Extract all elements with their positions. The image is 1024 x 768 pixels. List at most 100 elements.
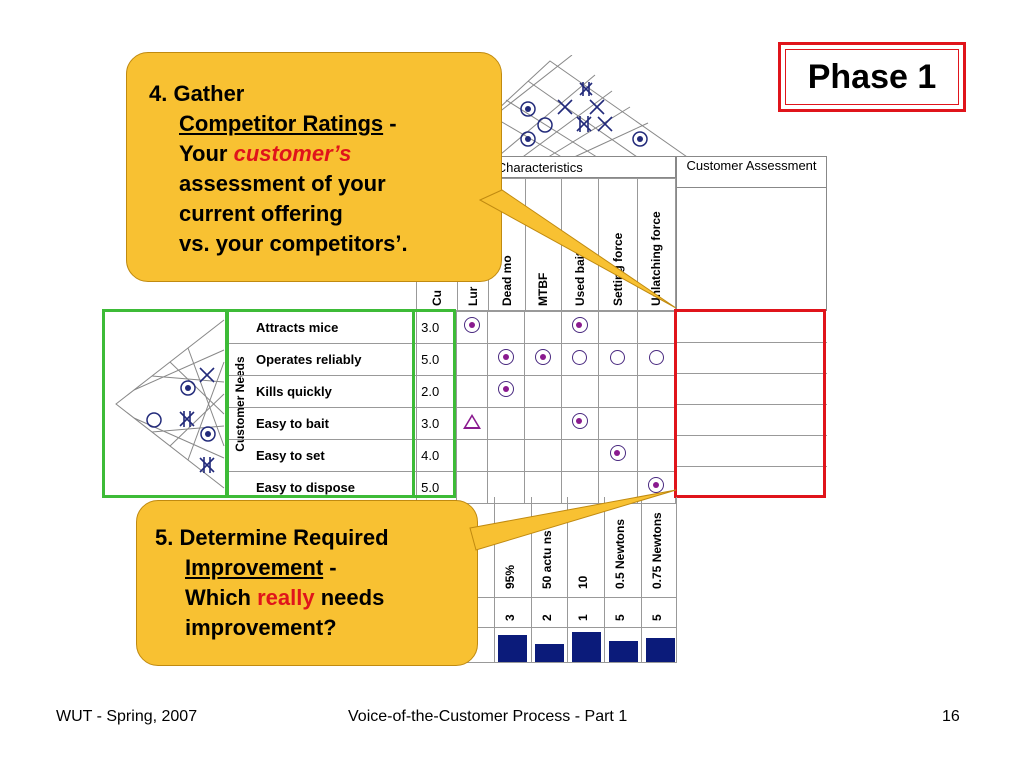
footer-center: Voice-of-the-Customer Process - Part 1 [348,708,628,725]
rank-bar [498,635,527,662]
cell [560,439,599,472]
table-row: Attracts mice 3.0 [226,311,677,344]
need-name: Attracts mice [226,311,418,344]
cell [636,343,677,376]
customer-assessment-highlight [674,309,826,498]
callout4-line5: current offering [179,201,343,226]
moderate-relationship-icon [648,349,664,365]
cell [487,311,526,344]
callout4-line1: 4. Gather [149,81,245,106]
cell [524,471,562,504]
strong-relationship-icon [571,317,588,333]
col-header-5: Setting force [598,179,638,310]
cell [597,439,638,472]
strong-relationship-icon [535,349,551,365]
need-importance: 5.0 [416,471,458,504]
callout4-line4: assessment of your [179,171,386,196]
callout5-line4: improvement? [185,615,337,640]
cell [456,375,489,408]
table-row: Easy to bait 3.0 [226,407,677,440]
strong-relationship-icon [498,381,515,397]
need-name: Operates reliably [226,343,418,376]
needs-matrix: Attracts mice 3.0 Operates reliably 5.0 … [226,311,677,504]
cell [456,343,489,376]
phase-label: Phase 1 [785,49,959,105]
callout5-line2: Improvement - [185,555,337,580]
need-importance: 3.0 [416,407,458,440]
rank-value: 1 [576,614,590,621]
importance-highlight [412,309,456,498]
need-name: Easy to bait [226,407,418,440]
need-importance: 2.0 [416,375,458,408]
cell [560,407,599,440]
competitor-ratings-term: Competitor Ratings [179,111,384,136]
cell [456,407,489,440]
customers-emphasis: customer’s [233,141,352,166]
need-importance: 5.0 [416,343,458,376]
really-emphasis: really [257,585,315,610]
rank-bar [572,632,601,662]
cell [597,407,638,440]
cell [524,343,562,376]
need-name: Easy to set [226,439,418,472]
cell [487,343,526,376]
cell [597,375,638,408]
rank-value: 5 [613,614,627,621]
improvement-term: Improvement [185,555,324,580]
callout-required-improvement: 5. Determine Required Improvement - Whic… [136,500,478,666]
cell [487,407,526,440]
callout4-line2: Competitor Ratings - [179,111,397,136]
customer-assessment-area [676,188,827,311]
product-characteristics-header: ct Characteristics [478,156,676,178]
col-header-4: Used baits [561,179,599,310]
moderate-relationship-icon [610,349,626,365]
strong-relationship-icon [498,349,515,365]
cell [524,439,562,472]
strong-relationship-icon [609,445,626,461]
target-value: 10 [576,575,590,589]
roof-symbols [520,82,648,147]
callout5-pointer [469,489,677,551]
rank-value: 5 [650,614,664,621]
cell [560,311,599,344]
cell [456,471,489,504]
cell [636,407,677,440]
customer-assessment-header: Customer Assessment [676,156,827,188]
table-row: Easy to set 4.0 [226,439,677,472]
table-row: Kills quickly 2.0 [226,375,677,408]
rank-value: 2 [540,614,554,621]
cell [636,439,677,472]
table-row: Operates reliably 5.0 [226,343,677,376]
rank-value: 3 [503,614,517,621]
cell [524,407,562,440]
rank-bar [535,644,564,662]
cell [524,311,562,344]
cell [560,471,599,504]
need-importance: 3.0 [416,311,458,344]
col-header-2: Dead mo [488,179,526,310]
weak-relationship-icon [463,413,482,429]
strong-relationship-icon [571,413,588,429]
cell [636,375,677,408]
cell [524,375,562,408]
cell [456,311,489,344]
callout5-line3: Which really needs [185,585,385,610]
callout4-line6: vs. your competitors’. [179,231,408,256]
cell [560,375,599,408]
rank-bar [646,638,675,662]
correlation-roof [443,55,691,160]
customer-assessment-rows [676,311,827,497]
callout4-pointer [478,189,677,309]
needs-correlation-diamond [115,319,225,489]
cell [456,439,489,472]
needs-table: Attracts mice 3.0 Operates reliably 5.0 … [226,311,677,504]
strong-relationship-icon [464,317,481,333]
cell [487,439,526,472]
footer-left: WUT - Spring, 2007 [56,708,198,725]
cell [560,343,599,376]
callout4-line3: Your customer’s [179,141,352,166]
needs-correlation-highlight [102,309,228,498]
cell [487,375,526,408]
callout-gather-ratings: 4. Gather Competitor Ratings - Your cust… [126,52,502,282]
phase-badge: Phase 1 [778,42,966,112]
